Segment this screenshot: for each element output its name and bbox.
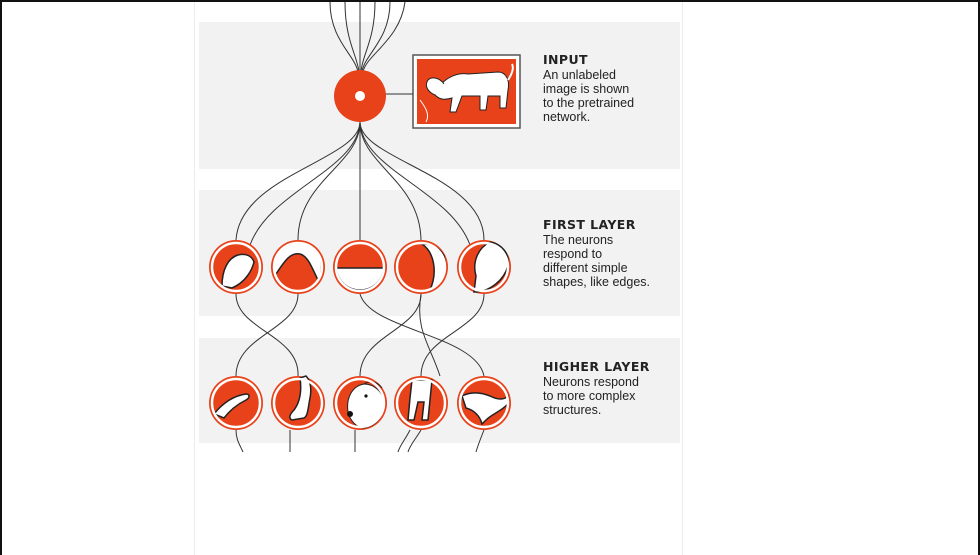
- first-layer-label: FIRST LAYER The neurons respond to diffe…: [543, 217, 651, 290]
- ear-shape-icon: [209, 376, 263, 430]
- first-layer-neurons: [209, 240, 511, 294]
- neuron-rings: [210, 241, 510, 429]
- input-neuron: [334, 70, 386, 122]
- higher-layer-label: HIGHER LAYER Neurons respond to more com…: [543, 359, 650, 418]
- input-label: INPUT An unlabeled image is shown to the…: [543, 52, 635, 125]
- edge-vertical-icon: [457, 240, 511, 294]
- dog-head-icon: [333, 376, 387, 430]
- paw-shape-icon: [271, 375, 325, 430]
- legs-shape-icon: [394, 376, 448, 430]
- input-description: An unlabeled image is shown to the pretr…: [543, 68, 635, 124]
- connection-lines: [235, 1, 485, 453]
- dog-photo-icon: [412, 54, 521, 129]
- edge-horizontal-icon: [333, 240, 387, 294]
- first-layer-description: The neurons respond to different simple …: [543, 233, 651, 289]
- edge-crescent-icon: [394, 240, 448, 294]
- higher-layer-description: Neurons respond to more complex structur…: [543, 375, 639, 417]
- higher-layer-title: HIGHER LAYER: [543, 359, 650, 374]
- edge-curve-icon: [209, 240, 263, 294]
- input-title: INPUT: [543, 52, 588, 67]
- first-layer-title: FIRST LAYER: [543, 217, 636, 232]
- neck-shape-icon: [457, 376, 511, 430]
- higher-layer-neurons: [209, 375, 511, 430]
- edge-arch-icon: [271, 240, 325, 294]
